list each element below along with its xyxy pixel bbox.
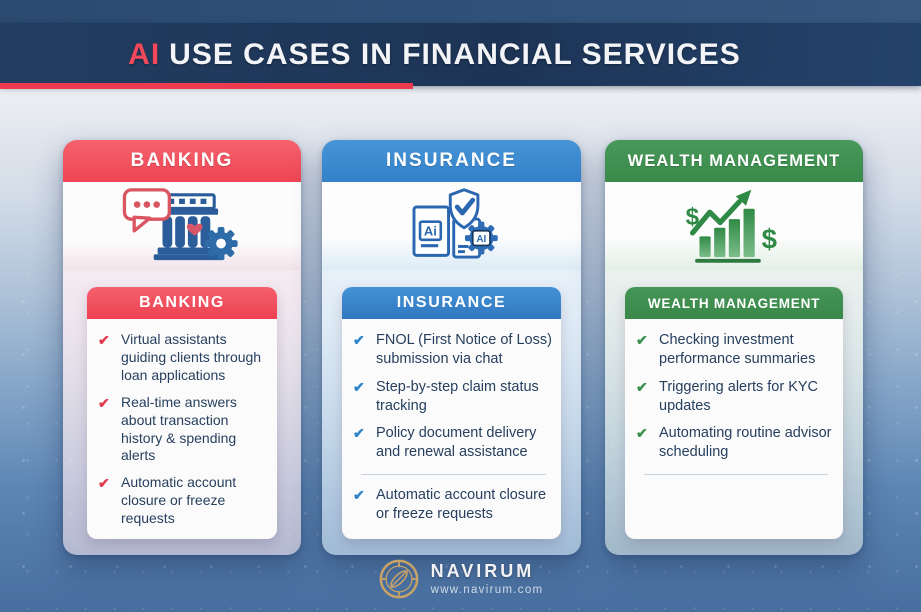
- banking-use-case-list: ✔ Virtual assistants guiding clients thro…: [87, 319, 277, 539]
- use-case-item: ✔ Checking investment performance summari…: [636, 331, 836, 369]
- use-case-item: ✔ Automating routine advisor scheduling: [636, 424, 836, 462]
- title-rest: USE CASES IN FINANCIAL SERVICES: [169, 37, 741, 71]
- check-icon: ✔: [636, 378, 648, 395]
- use-case-text: Automatic account closure or freeze requ…: [121, 474, 237, 527]
- use-case-text: Step-by-step claim status tracking: [376, 378, 539, 414]
- use-case-text: Virtual assistants guiding clients throu…: [121, 331, 262, 383]
- check-icon: ✔: [353, 425, 365, 442]
- use-case-text: FNOL (First Notice of Loss) submission v…: [376, 332, 552, 367]
- banking-icon-area: [63, 182, 301, 270]
- dollar-sign: $: [762, 223, 777, 254]
- use-case-text: Real-time answers about transaction hist…: [121, 393, 237, 464]
- check-icon: ✔: [636, 425, 648, 442]
- insurance-inner-title: INSURANCE: [396, 294, 507, 311]
- use-case-item: ✔ Triggering alerts for KYC updates: [636, 378, 836, 416]
- wealth-management-card: WEALTH MANAGEMENT $ $ WEALTH MANAGEMENT: [605, 140, 863, 555]
- use-case-item: ✔ Policy document delivery and renewal as…: [353, 424, 554, 462]
- growth-chart-dollar-icon: $ $: [686, 189, 777, 263]
- check-icon: ✔: [353, 378, 365, 395]
- dollar-sign: $: [686, 203, 700, 230]
- insurance-inner-card: INSURANCE ✔ FNOL (First Notice of Loss) s…: [342, 287, 561, 539]
- use-case-text: Automatic account closure or freeze requ…: [376, 487, 547, 522]
- use-case-text: Automating routine advisor scheduling: [659, 425, 832, 461]
- insurance-icon-area: Ai AI: [322, 182, 581, 270]
- wealth-inner-title: WEALTH MANAGEMENT: [647, 295, 821, 311]
- use-case-item: ✔ FNOL (First Notice of Loss) submission …: [353, 331, 554, 369]
- brand-name: NAVIRUM: [430, 561, 535, 582]
- brand-url: www.navirum.com: [430, 583, 544, 596]
- wealth-inner-header: WEALTH MANAGEMENT: [625, 287, 843, 319]
- compass-icon: [379, 559, 418, 599]
- banking-title: BANKING: [130, 150, 234, 171]
- wealth-use-case-list: ✔ Checking investment performance summari…: [625, 319, 843, 539]
- check-icon: ✔: [353, 332, 365, 348]
- check-icon: ✔: [98, 394, 110, 411]
- insurance-use-case-list: ✔ FNOL (First Notice of Loss) submission …: [342, 319, 561, 539]
- list-divider: [361, 474, 546, 476]
- wealth-inner-card: WEALTH MANAGEMENT ✔ Checking investment p…: [625, 287, 843, 539]
- use-case-item: ✔ Real-time answers about transaction his…: [98, 394, 270, 466]
- header-underline: [0, 83, 413, 89]
- insurance-card-body: INSURANCE ✔ FNOL (First Notice of Loss) s…: [322, 270, 581, 555]
- use-case-text: Checking investment performance summarie…: [659, 332, 816, 367]
- shield-ai-documents-icon: Ai AI: [412, 188, 498, 259]
- insurance-card: INSURANCE Ai AI: [322, 140, 581, 555]
- banking-card-body: BANKING ✔ Virtual assistants guiding clie…: [63, 270, 301, 555]
- use-case-item: ✔ Automatic account closure or freeze req…: [353, 486, 554, 524]
- check-icon: ✔: [636, 332, 648, 348]
- use-case-item: ✔ Step-by-step claim status tracking: [353, 378, 554, 416]
- wealth-card-header: WEALTH MANAGEMENT: [605, 140, 863, 182]
- bank-chat-gear-icon: [122, 188, 238, 261]
- ai-label: Ai: [423, 224, 436, 239]
- title-accent: AI: [128, 37, 161, 71]
- banking-inner-title: BANKING: [139, 294, 225, 311]
- insurance-card-header: INSURANCE: [322, 140, 581, 182]
- check-icon: ✔: [98, 332, 110, 348]
- use-case-item: ✔ Virtual assistants guiding clients thro…: [98, 331, 270, 385]
- footer: NAVIRUM www.navirum.com: [0, 558, 921, 600]
- use-case-item: ✔ Automatic account closure or freeze req…: [98, 474, 270, 528]
- ai-label: AI: [476, 234, 486, 245]
- banking-inner-card: BANKING ✔ Virtual assistants guiding clie…: [87, 287, 277, 539]
- list-divider: [644, 474, 828, 476]
- wealth-card-body: WEALTH MANAGEMENT ✔ Checking investment p…: [605, 270, 863, 555]
- check-icon: ✔: [353, 487, 365, 504]
- banking-card: BANKING: [63, 140, 301, 555]
- wealth-icon-area: $ $: [605, 182, 863, 270]
- use-case-text: Triggering alerts for KYC updates: [659, 378, 819, 414]
- insurance-title: INSURANCE: [386, 150, 517, 171]
- insurance-inner-header: INSURANCE: [342, 287, 561, 319]
- banking-inner-header: BANKING: [87, 287, 277, 319]
- top-strip: [0, 0, 921, 23]
- banking-card-header: BANKING: [63, 140, 301, 182]
- use-case-text: Policy document delivery and renewal ass…: [376, 425, 537, 461]
- check-icon: ✔: [98, 475, 110, 492]
- wealth-title: WEALTH MANAGEMENT: [627, 151, 841, 170]
- footer-brand-block: NAVIRUM www.navirum.com: [430, 561, 544, 596]
